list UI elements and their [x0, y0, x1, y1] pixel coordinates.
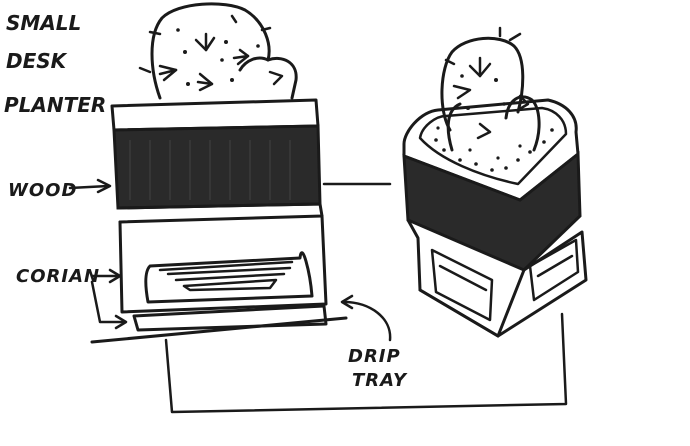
wood-band	[112, 124, 322, 210]
title-line-1: SMALL	[6, 11, 81, 35]
label-wood-group: WOOD	[8, 178, 112, 201]
label-corian-group: CORIAN	[16, 266, 128, 330]
cactus-iso	[440, 26, 541, 152]
front-view-planter	[90, 2, 348, 344]
drip-tray-shape	[132, 304, 328, 332]
title-block: SMALL DESK PLANTER	[4, 11, 106, 117]
label-corian: CORIAN	[16, 266, 100, 287]
cactus-front	[138, 2, 298, 100]
label-drip-tray-group: DRIP TRAY	[340, 294, 408, 391]
iso-view-planter	[402, 26, 588, 338]
title-line-2: DESK	[6, 49, 68, 73]
label-drip: DRIP	[348, 346, 401, 367]
label-tray: TRAY	[352, 370, 408, 391]
label-wood: WOOD	[8, 180, 77, 201]
title-line-3: PLANTER	[4, 93, 106, 117]
